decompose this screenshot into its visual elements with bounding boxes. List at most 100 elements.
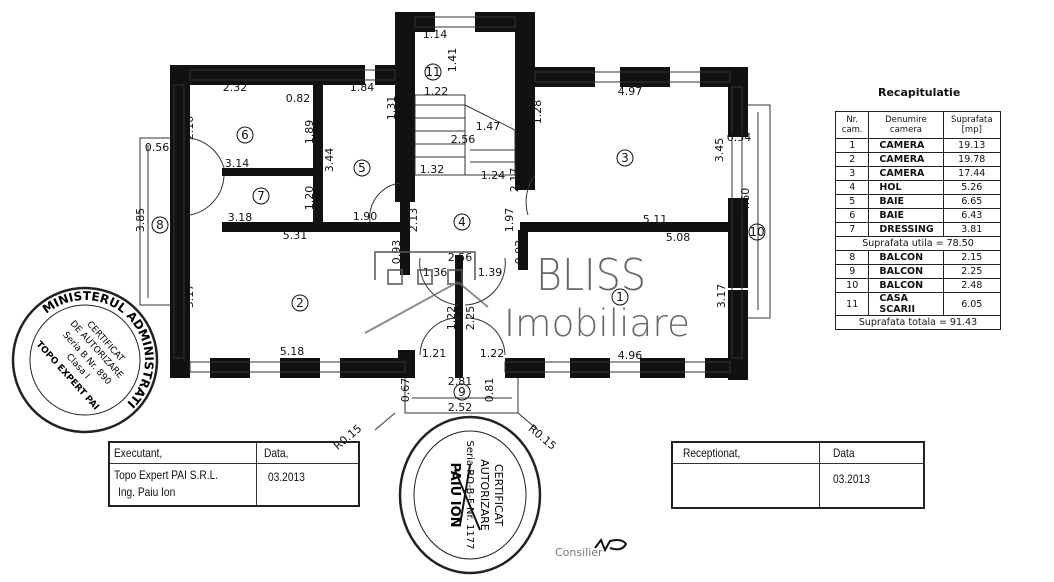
dimension-label: 1.84 — [350, 81, 375, 94]
dimension-label: 3.18 — [228, 211, 253, 224]
room-number: 2 — [296, 296, 304, 310]
dimension-label: 3.45 — [713, 138, 726, 163]
room-nr: 7 — [834, 222, 870, 237]
room-nr: 11 — [834, 292, 870, 316]
dimension-label: 5.18 — [280, 345, 305, 358]
room-number-circle — [151, 216, 169, 234]
room-number-circle — [453, 213, 471, 231]
dimension-label: 2.56 — [451, 133, 476, 146]
wall — [170, 358, 190, 378]
recap-title: Recapitulatie — [878, 86, 961, 99]
dimension-lines — [139, 16, 771, 431]
room-nr: 4 — [834, 180, 870, 195]
wall — [515, 12, 535, 190]
room-number-circle — [611, 288, 629, 306]
room-nr: 3 — [834, 166, 870, 181]
dimension-label: 2.13 — [393, 168, 406, 193]
room-number: 3 — [621, 151, 629, 165]
svg-text:AUTORIZARE: AUTORIZARE — [478, 459, 491, 531]
dimension-label: 5.08 — [666, 231, 691, 244]
signature — [594, 537, 628, 553]
wall — [400, 185, 410, 232]
dimension-label: 1.36 — [423, 266, 448, 279]
dimension-label: 1.41 — [446, 48, 459, 73]
room-number-circle — [424, 63, 442, 81]
svg-text:PAIU ION: PAIU ION — [447, 462, 462, 527]
dimension-label: 0.81 — [483, 378, 496, 403]
wall — [705, 358, 748, 378]
center-stamp-seal: CERTIFICAT AUTORIZARE Seria RO-B-F Nr. 1… — [398, 415, 542, 575]
dimension-label: 2.13 — [407, 208, 420, 233]
dimension-label: 1.90 — [353, 210, 378, 223]
dimension-label: 0.82 — [286, 92, 311, 105]
dimension-label: 1.28 — [531, 100, 544, 125]
room-number-circle — [616, 149, 634, 167]
room-name: CAMERA — [868, 166, 944, 181]
room-number: 7 — [257, 189, 265, 203]
room-area: 19.13 — [942, 138, 1002, 153]
room-nr: 1 — [834, 138, 870, 153]
room-number: 9 — [458, 385, 466, 399]
room-nr: 10 — [834, 278, 870, 293]
room-area: 5.26 — [942, 180, 1002, 195]
dimension-label: 1.22 — [480, 347, 505, 360]
dimension-label: 3.17 — [715, 284, 728, 309]
header-name: Denumire camera — [868, 111, 944, 139]
header-nr: Nr. cam. — [834, 111, 870, 139]
wall — [400, 232, 410, 275]
dimension-label: 0.92 — [513, 240, 526, 265]
grand-total: Suprafata totala = 91.43 — [835, 315, 1001, 330]
dimension-label: 1.39 — [478, 266, 503, 279]
dimension-label: 2.17 — [508, 168, 521, 193]
dimension-label: 2.52 — [448, 401, 473, 414]
executant-label: Executant, — [114, 446, 163, 460]
dimension-label: 2.25 — [464, 306, 477, 331]
room-name: BAIE — [868, 208, 944, 223]
room-number: 4 — [458, 215, 466, 229]
dimension-label: 1.14 — [423, 28, 448, 41]
receptionat-date-label: Data — [833, 446, 855, 460]
wall — [570, 358, 610, 378]
wall — [505, 358, 545, 378]
executant-date: 03.2013 — [268, 470, 305, 484]
svg-text:Seria RO-B-F Nr. 1177: Seria RO-B-F Nr. 1177 — [464, 441, 475, 550]
room-number: 10 — [749, 225, 764, 239]
dimension-label: 4.60 — [739, 188, 752, 213]
dimension-label: 1.97 — [503, 208, 516, 233]
room-name: BALCON — [868, 264, 944, 279]
executant-box: Executant, Data, Topo Expert PAI S.R.L. … — [108, 441, 360, 507]
executant-date-label: Data, — [264, 446, 289, 460]
dimension-label: 3.51 — [403, 96, 416, 121]
svg-text:CERTIFICAT: CERTIFICAT — [492, 464, 505, 526]
room-nr: 2 — [834, 152, 870, 167]
executant-engineer: Ing. Paiu Ion — [118, 485, 176, 499]
dimension-label: 1.47 — [476, 120, 501, 133]
wall — [400, 85, 410, 175]
wall — [340, 358, 415, 378]
dimension-label: 1.31 — [385, 96, 398, 121]
room-name: BALCON — [868, 278, 944, 293]
useful-area-total: Suprafata utila = 78.50 — [835, 236, 1001, 251]
room-name: CAMERA — [868, 152, 944, 167]
dimension-label: 0.67 — [399, 378, 412, 403]
wall — [375, 65, 395, 85]
recap-total-row: Suprafata totala = 91.43 — [835, 315, 1001, 330]
wall — [300, 65, 330, 85]
room-area: 3.81 — [942, 222, 1002, 237]
wall — [728, 198, 748, 288]
recap-total-row: Suprafata utila = 78.50 — [835, 236, 1001, 251]
room-area: 17.44 — [942, 166, 1002, 181]
room-name: HOL — [868, 180, 944, 195]
wall — [728, 67, 748, 137]
wall — [620, 67, 670, 87]
dimension-label: 2.56 — [448, 251, 473, 264]
dimension-label: 0.54 — [727, 131, 752, 144]
